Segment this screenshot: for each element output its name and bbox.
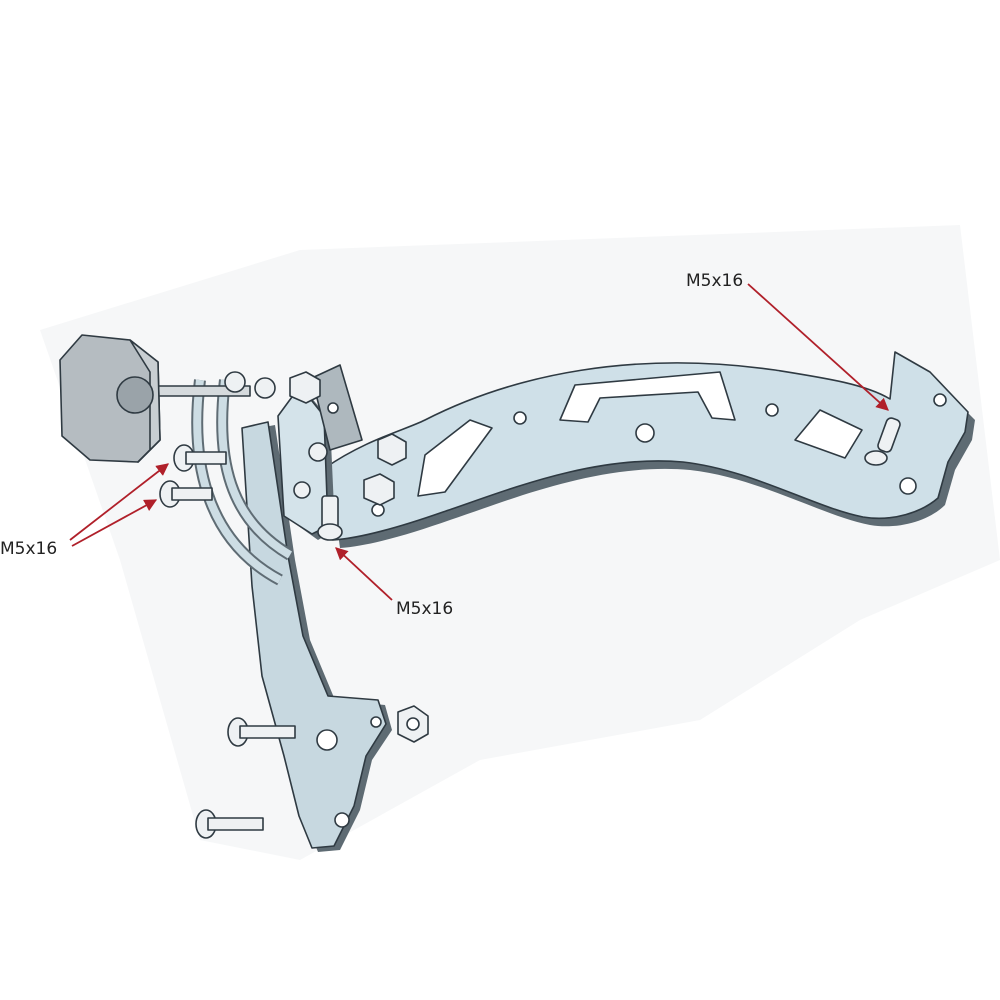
callout-label-left-screws: M5x16 <box>0 539 57 559</box>
vertical-bracket <box>241 421 392 852</box>
hex-nuts <box>289 371 429 743</box>
callout-arrow-center-screw <box>335 547 393 601</box>
hook-screw <box>864 417 901 466</box>
callout-arrow-hook-screw <box>747 283 889 411</box>
left-screws <box>159 444 296 839</box>
angled-tab <box>311 364 363 451</box>
callout-label-center-screw: M5x16 <box>396 599 453 619</box>
callout-arrow-left-screw-lower <box>71 499 158 547</box>
knob-assembly <box>59 334 276 463</box>
curved-bracket-arm <box>324 351 975 548</box>
center-screw <box>317 495 343 541</box>
callout-label-hook-screw: M5x16 <box>686 271 743 291</box>
backdrop-sheet <box>40 225 1000 860</box>
callout-arrow-left-screw-upper <box>69 463 169 541</box>
